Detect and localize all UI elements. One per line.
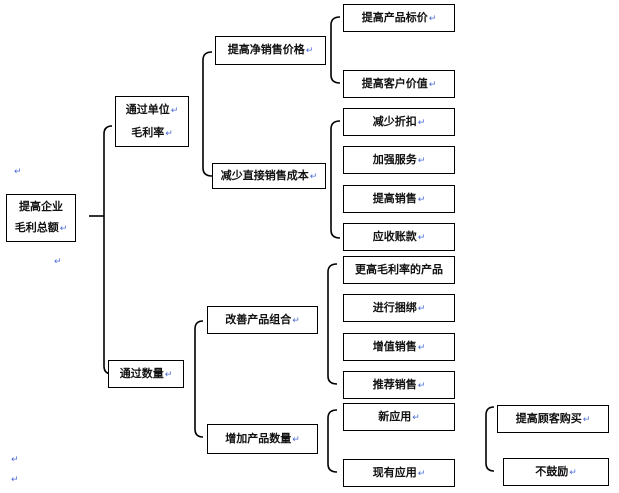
- node-reduce-direct-cost: 减少直接销售成本↵: [212, 163, 326, 189]
- brace-net-price: [330, 16, 341, 84]
- node-receivables: 应收账款↵: [343, 223, 455, 251]
- node-upselling: 增值销售↵: [343, 333, 455, 361]
- node-raise-customer-value: 提高客户价值↵: [343, 70, 455, 98]
- brace-direct-cost: [330, 120, 341, 239]
- node-reduce-discount: 减少折扣↵: [343, 108, 455, 136]
- node-unit-margin-line2: 毛利率↵: [131, 125, 173, 139]
- brace-root: [103, 125, 113, 375]
- return-mark: ↵: [14, 167, 22, 177]
- brace-unit-margin: [202, 51, 213, 177]
- brace-quantity: [327, 409, 338, 473]
- node-raise-net-price: 提高净销售价格↵: [215, 36, 326, 65]
- node-improve-mix: 改善产品组合↵: [207, 306, 318, 334]
- node-unit-margin-line1: 通过单位↵: [125, 102, 179, 116]
- node-increase-quantity: 增加产品数量↵: [207, 424, 318, 454]
- node-root-line2: 毛利总额↵: [14, 221, 68, 234]
- node-root-line1: 提高企业: [19, 200, 63, 213]
- node-higher-margin-products: 更高毛利率的产品: [343, 256, 455, 284]
- node-no-encourage: 不鼓励↵: [503, 458, 609, 486]
- node-new-application: 新应用↵: [343, 403, 455, 431]
- node-raise-customer-purchase: 提高顾客购买↵: [497, 405, 609, 433]
- node-existing-application: 现有应用↵: [343, 459, 455, 487]
- return-mark: ↵: [11, 455, 19, 465]
- node-raise-list-price: 提高产品标价↵: [343, 4, 455, 32]
- return-mark: ↵: [11, 475, 19, 485]
- node-unit-margin: 通过单位↵ 毛利率↵: [115, 96, 189, 147]
- node-root: 提高企业 毛利总额↵: [6, 194, 76, 242]
- node-bundling: 进行捆绑↵: [343, 294, 455, 322]
- brace-new-application: [485, 406, 495, 472]
- brace-product-mix: [327, 263, 338, 385]
- node-recommend-selling: 推荐销售↵: [343, 371, 455, 399]
- return-mark: ↵: [54, 257, 62, 267]
- node-raise-sales: 提高销售↵: [343, 185, 455, 213]
- return-mark: ↵: [59, 224, 68, 234]
- node-strengthen-service: 加强服务↵: [343, 146, 455, 174]
- brace-volume: [194, 320, 204, 438]
- node-volume: 通过数量↵: [108, 360, 184, 388]
